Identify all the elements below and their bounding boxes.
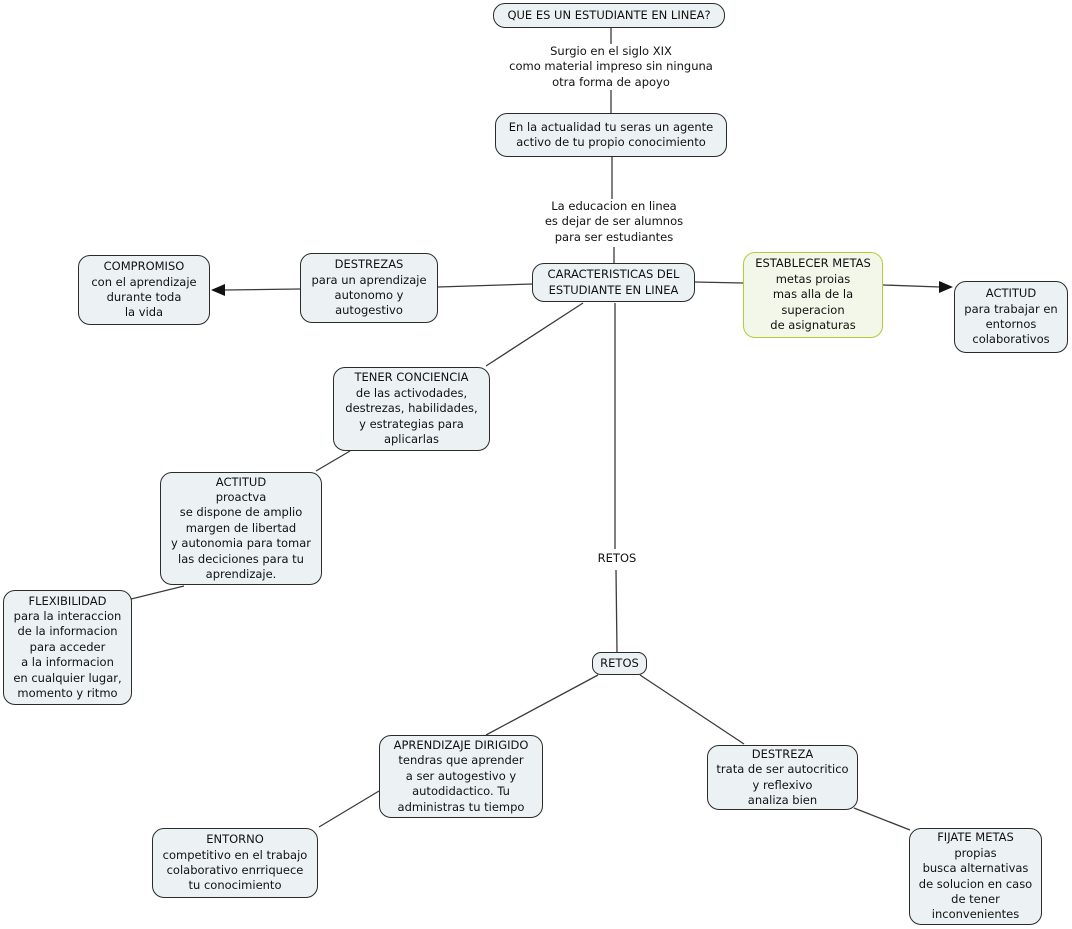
node-compromiso[interactable]: COMPROMISO con el aprendizaje durante to… [78,255,210,325]
arrowhead-to-actitud-colaborativa [939,281,953,293]
link-establecer-to-actitud [882,284,941,288]
node-entorno[interactable]: ENTORNO competitivo en el trabajo colabo… [152,828,318,898]
node-destrezas[interactable]: DESTREZAS para un aprendizaje autonomo y… [300,253,438,323]
link-destreza-to-fijate [853,807,911,831]
link-label-surgio-en-el-siglo[interactable]: Surgio en el siglo XIX como material imp… [461,44,761,91]
link-retos-to-aprendizaje [485,674,599,736]
arrowhead-to-compromiso [211,284,225,296]
link-label-retos[interactable]: RETOS [577,551,657,567]
link-actitud-proactiva-to-flexibilidad [126,585,185,601]
link-caracteristicas-to-destrezas [437,283,533,288]
link-caracteristicas-to-establecer [694,281,744,284]
node-aprendizaje-dirigido[interactable]: APRENDIZAJE DIRIGIDO tendras que aprende… [379,735,543,818]
link-label-la-educacion-en-linea[interactable]: La educacion en linea es dejar de ser al… [464,199,764,246]
node-retos[interactable]: RETOS [592,652,647,675]
node-tener-conciencia[interactable]: TENER CONCIENCIA de las activodades, des… [333,367,490,451]
node-destreza[interactable]: DESTREZA trata de ser autocritico y refl… [707,745,858,810]
node-en-la-actualidad[interactable]: En la actualidad tu seras un agente acti… [495,113,727,157]
node-actitud-colaborativa[interactable]: ACTITUD para trabajar en entornos colabo… [954,281,1068,353]
node-que-es-un-estudiante-en-linea[interactable]: QUE ES UN ESTUDIANTE EN LINEA? [493,3,725,28]
link-tener-conciencia-to-actitud-proactiva [315,450,351,472]
node-flexibilidad[interactable]: FLEXIBILIDAD para la interaccion de la i… [3,590,132,705]
link-aprendizaje-to-entorno [318,790,380,828]
link-caracteristicas-to-tener-conciencia [485,302,584,367]
node-caracteristicas-del-estudiante[interactable]: CARACTERISTICAS DEL ESTUDIANTE EN LINEA [532,263,695,302]
link-retos-to-destreza [639,674,745,745]
node-actitud-proactiva[interactable]: ACTITUD proactva se dispone de amplio ma… [160,472,322,585]
node-fijate-metas[interactable]: FIJATE METAS propias busca alternativas … [909,828,1042,925]
node-establecer-metas[interactable]: ESTABLECER METAS metas proias mas alla d… [743,252,883,338]
link-caracteristicas-to-retos-lower [615,569,618,653]
link-destrezas-to-compromiso [223,288,301,291]
